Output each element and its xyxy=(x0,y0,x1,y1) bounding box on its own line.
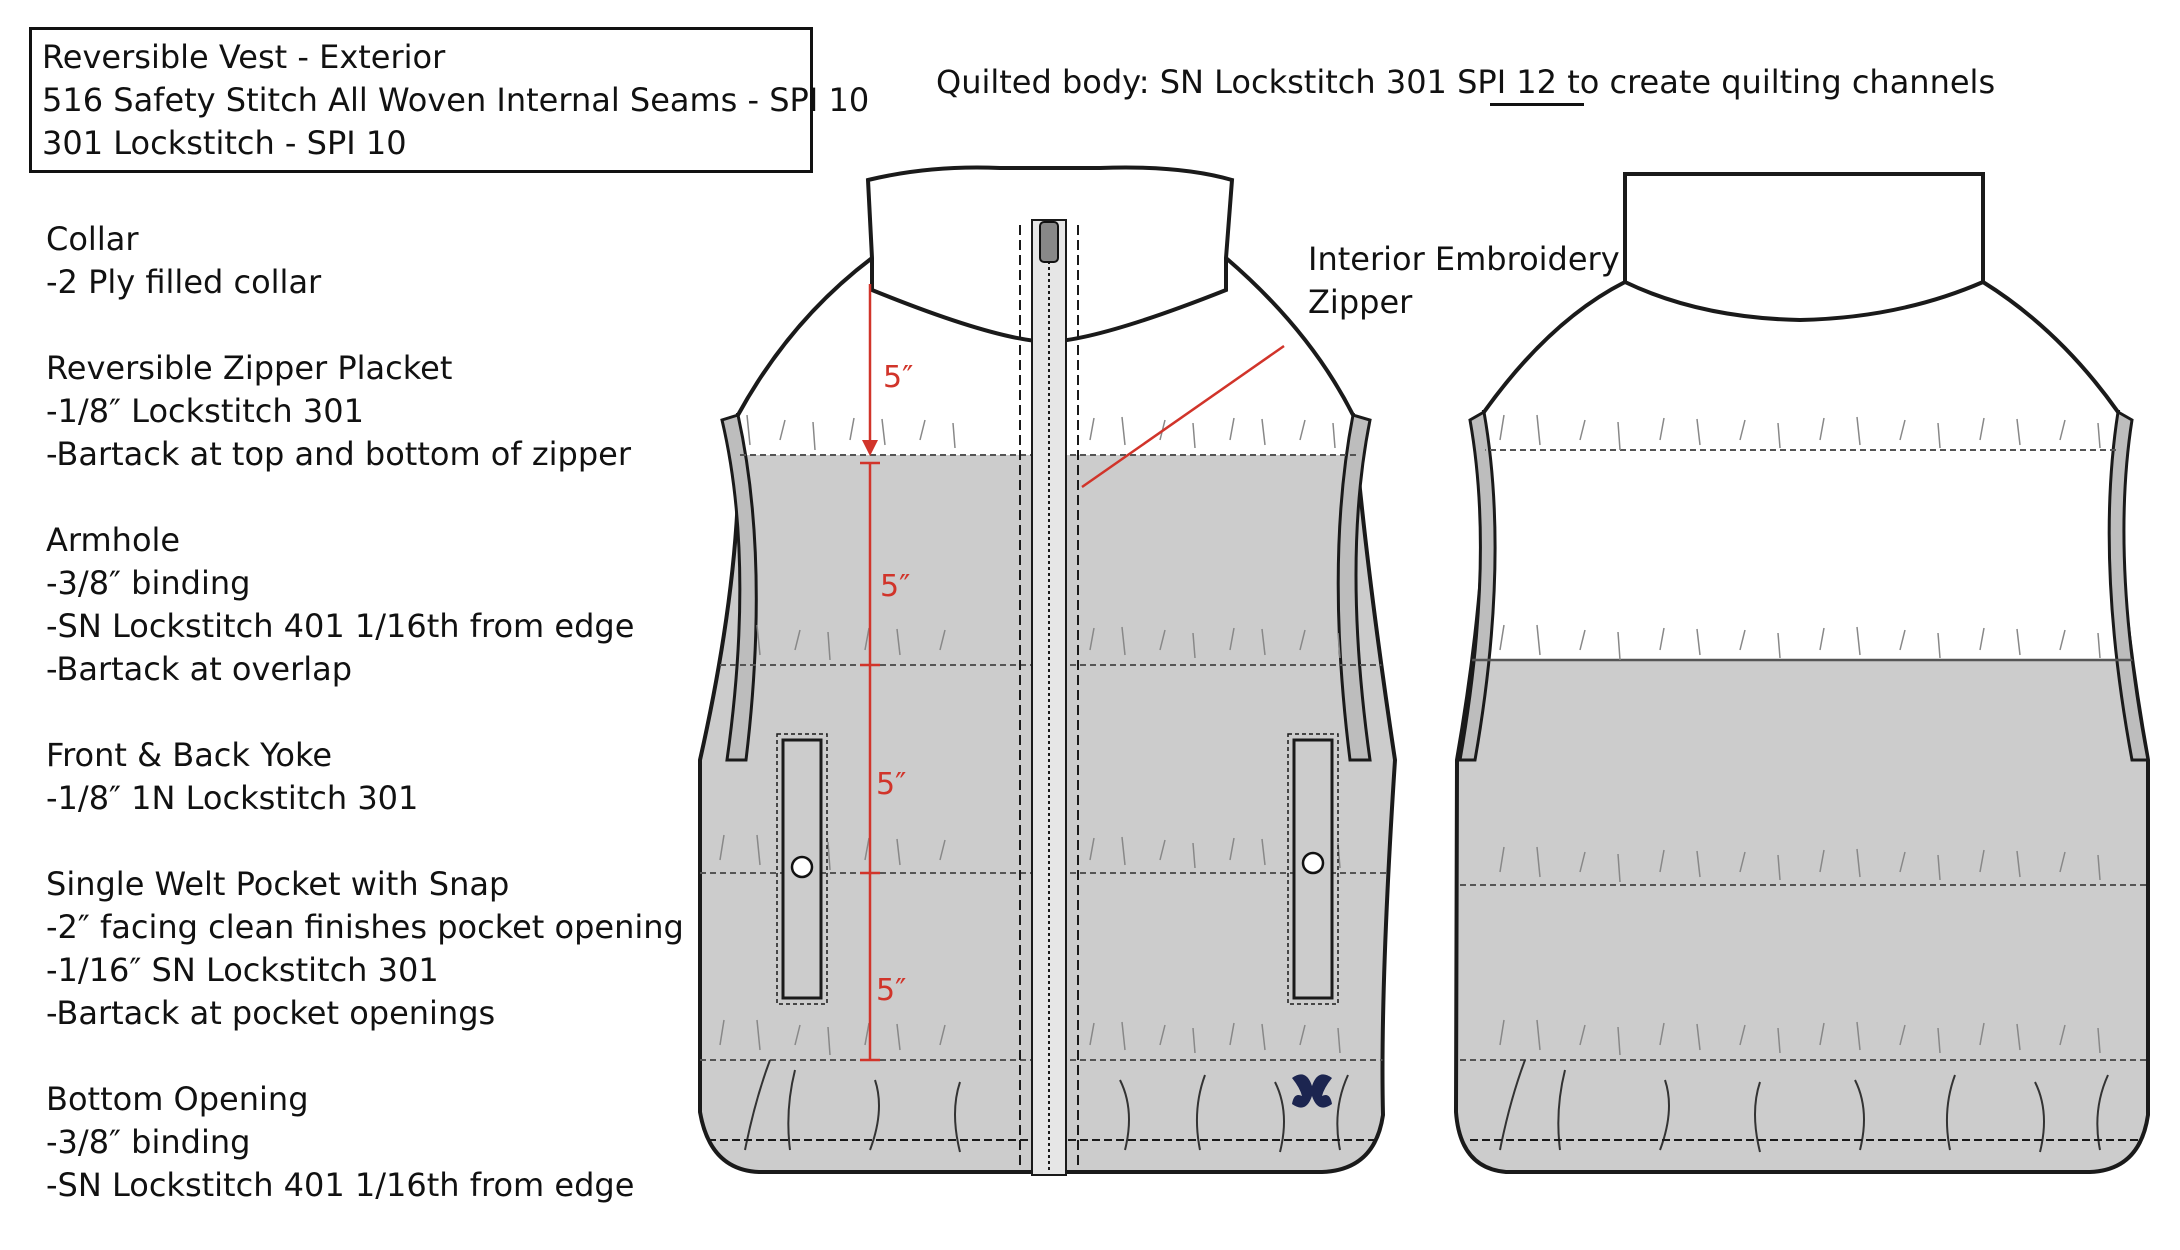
back-collar xyxy=(1623,172,1985,323)
back-quilting-lines xyxy=(1456,414,2148,1153)
front-welt-pocket-left xyxy=(776,733,828,1005)
back-yoke xyxy=(1484,282,2118,660)
back-vest-view xyxy=(1453,172,2150,1174)
callout-line: Interior Embroidery xyxy=(1308,240,1620,278)
pocket-snap xyxy=(790,855,814,879)
pocket-snap xyxy=(1301,851,1325,875)
dimension-label: 5″ xyxy=(883,360,913,395)
embroidery-callout-label: Interior Embroidery Zipper xyxy=(1308,238,1620,324)
spec-title: Reversible Zipper Placket xyxy=(46,349,453,387)
spec-armhole: Armhole -3/8″ binding -SN Lockstitch 401… xyxy=(46,519,686,691)
quilting-note-underline xyxy=(1490,103,1584,106)
front-armhole-binding-left xyxy=(720,413,758,762)
spec-zipper-placket: Reversible Zipper Placket -1/8″ Lockstit… xyxy=(46,347,686,476)
spec-title: Armhole xyxy=(46,521,181,559)
dimension-label: 5″ xyxy=(880,569,910,604)
header-line-lockstitch: 301 Lockstitch - SPI 10 xyxy=(42,124,407,162)
spec-welt-pocket: Single Welt Pocket with Snap -2″ facing … xyxy=(46,863,686,1035)
spec-bottom-opening: Bottom Opening -3/8″ binding -SN Locksti… xyxy=(46,1078,686,1207)
spec-item: -Bartack at overlap xyxy=(46,650,353,688)
spec-title: Single Welt Pocket with Snap xyxy=(46,865,510,903)
brand-logo-icon xyxy=(1292,1074,1332,1108)
spec-title: Front & Back Yoke xyxy=(46,736,333,774)
header-title: Reversible Vest - Exterior xyxy=(42,38,446,76)
front-armhole-binding-right xyxy=(1336,413,1372,762)
spec-item: -2″ facing clean finishes pocket opening xyxy=(46,908,684,946)
zipper-pull xyxy=(1039,221,1059,263)
dimension-label: 5″ xyxy=(876,767,906,802)
back-armhole-binding-right xyxy=(2107,409,2150,762)
spec-item: -Bartack at pocket openings xyxy=(46,994,496,1032)
header-line-seams: 516 Safety Stitch All Woven Internal Sea… xyxy=(42,81,870,119)
front-dimension-lines xyxy=(860,284,880,1062)
spec-yoke: Front & Back Yoke -1/8″ 1N Lockstitch 30… xyxy=(46,734,686,820)
spec-item: -1/8″ 1N Lockstitch 301 xyxy=(46,779,419,817)
spec-item: -Bartack at top and bottom of zipper xyxy=(46,435,631,473)
back-armhole-binding-left xyxy=(1458,409,1497,762)
quilting-note: Quilted body: SN Lockstitch 301 SPI 12 t… xyxy=(936,63,1996,101)
front-zipper xyxy=(1019,219,1079,1176)
back-shoulder-outline xyxy=(1482,280,2120,414)
front-vest-view: 5″ 5″ 5″ 5″ xyxy=(698,165,1398,1176)
dimension-label: 5″ xyxy=(876,973,906,1008)
spec-item: -3/8″ binding xyxy=(46,564,251,602)
spec-title: Collar xyxy=(46,220,139,258)
spec-collar: Collar -2 Ply filled collar xyxy=(46,218,686,304)
spec-item: -SN Lockstitch 401 1/16th from edge xyxy=(46,607,635,645)
embroidery-callout-leader xyxy=(1081,344,1285,489)
spec-item: -1/8″ Lockstitch 301 xyxy=(46,392,364,430)
spec-item: -2 Ply filled collar xyxy=(46,263,322,301)
spec-item: -1/16″ SN Lockstitch 301 xyxy=(46,951,439,989)
construction-spec-list: Collar -2 Ply filled collar Reversible Z… xyxy=(46,218,686,1250)
front-welt-pocket-right xyxy=(1287,733,1339,1005)
spec-item: -3/8″ binding xyxy=(46,1123,251,1161)
spec-title: Bottom Opening xyxy=(46,1080,309,1118)
callout-line: Zipper xyxy=(1308,283,1413,321)
front-shoulder-outline xyxy=(736,256,1355,416)
spec-header-box: Reversible Vest - Exterior 516 Safety St… xyxy=(29,27,870,173)
spec-item: -SN Lockstitch 401 1/16th from edge xyxy=(46,1166,635,1204)
